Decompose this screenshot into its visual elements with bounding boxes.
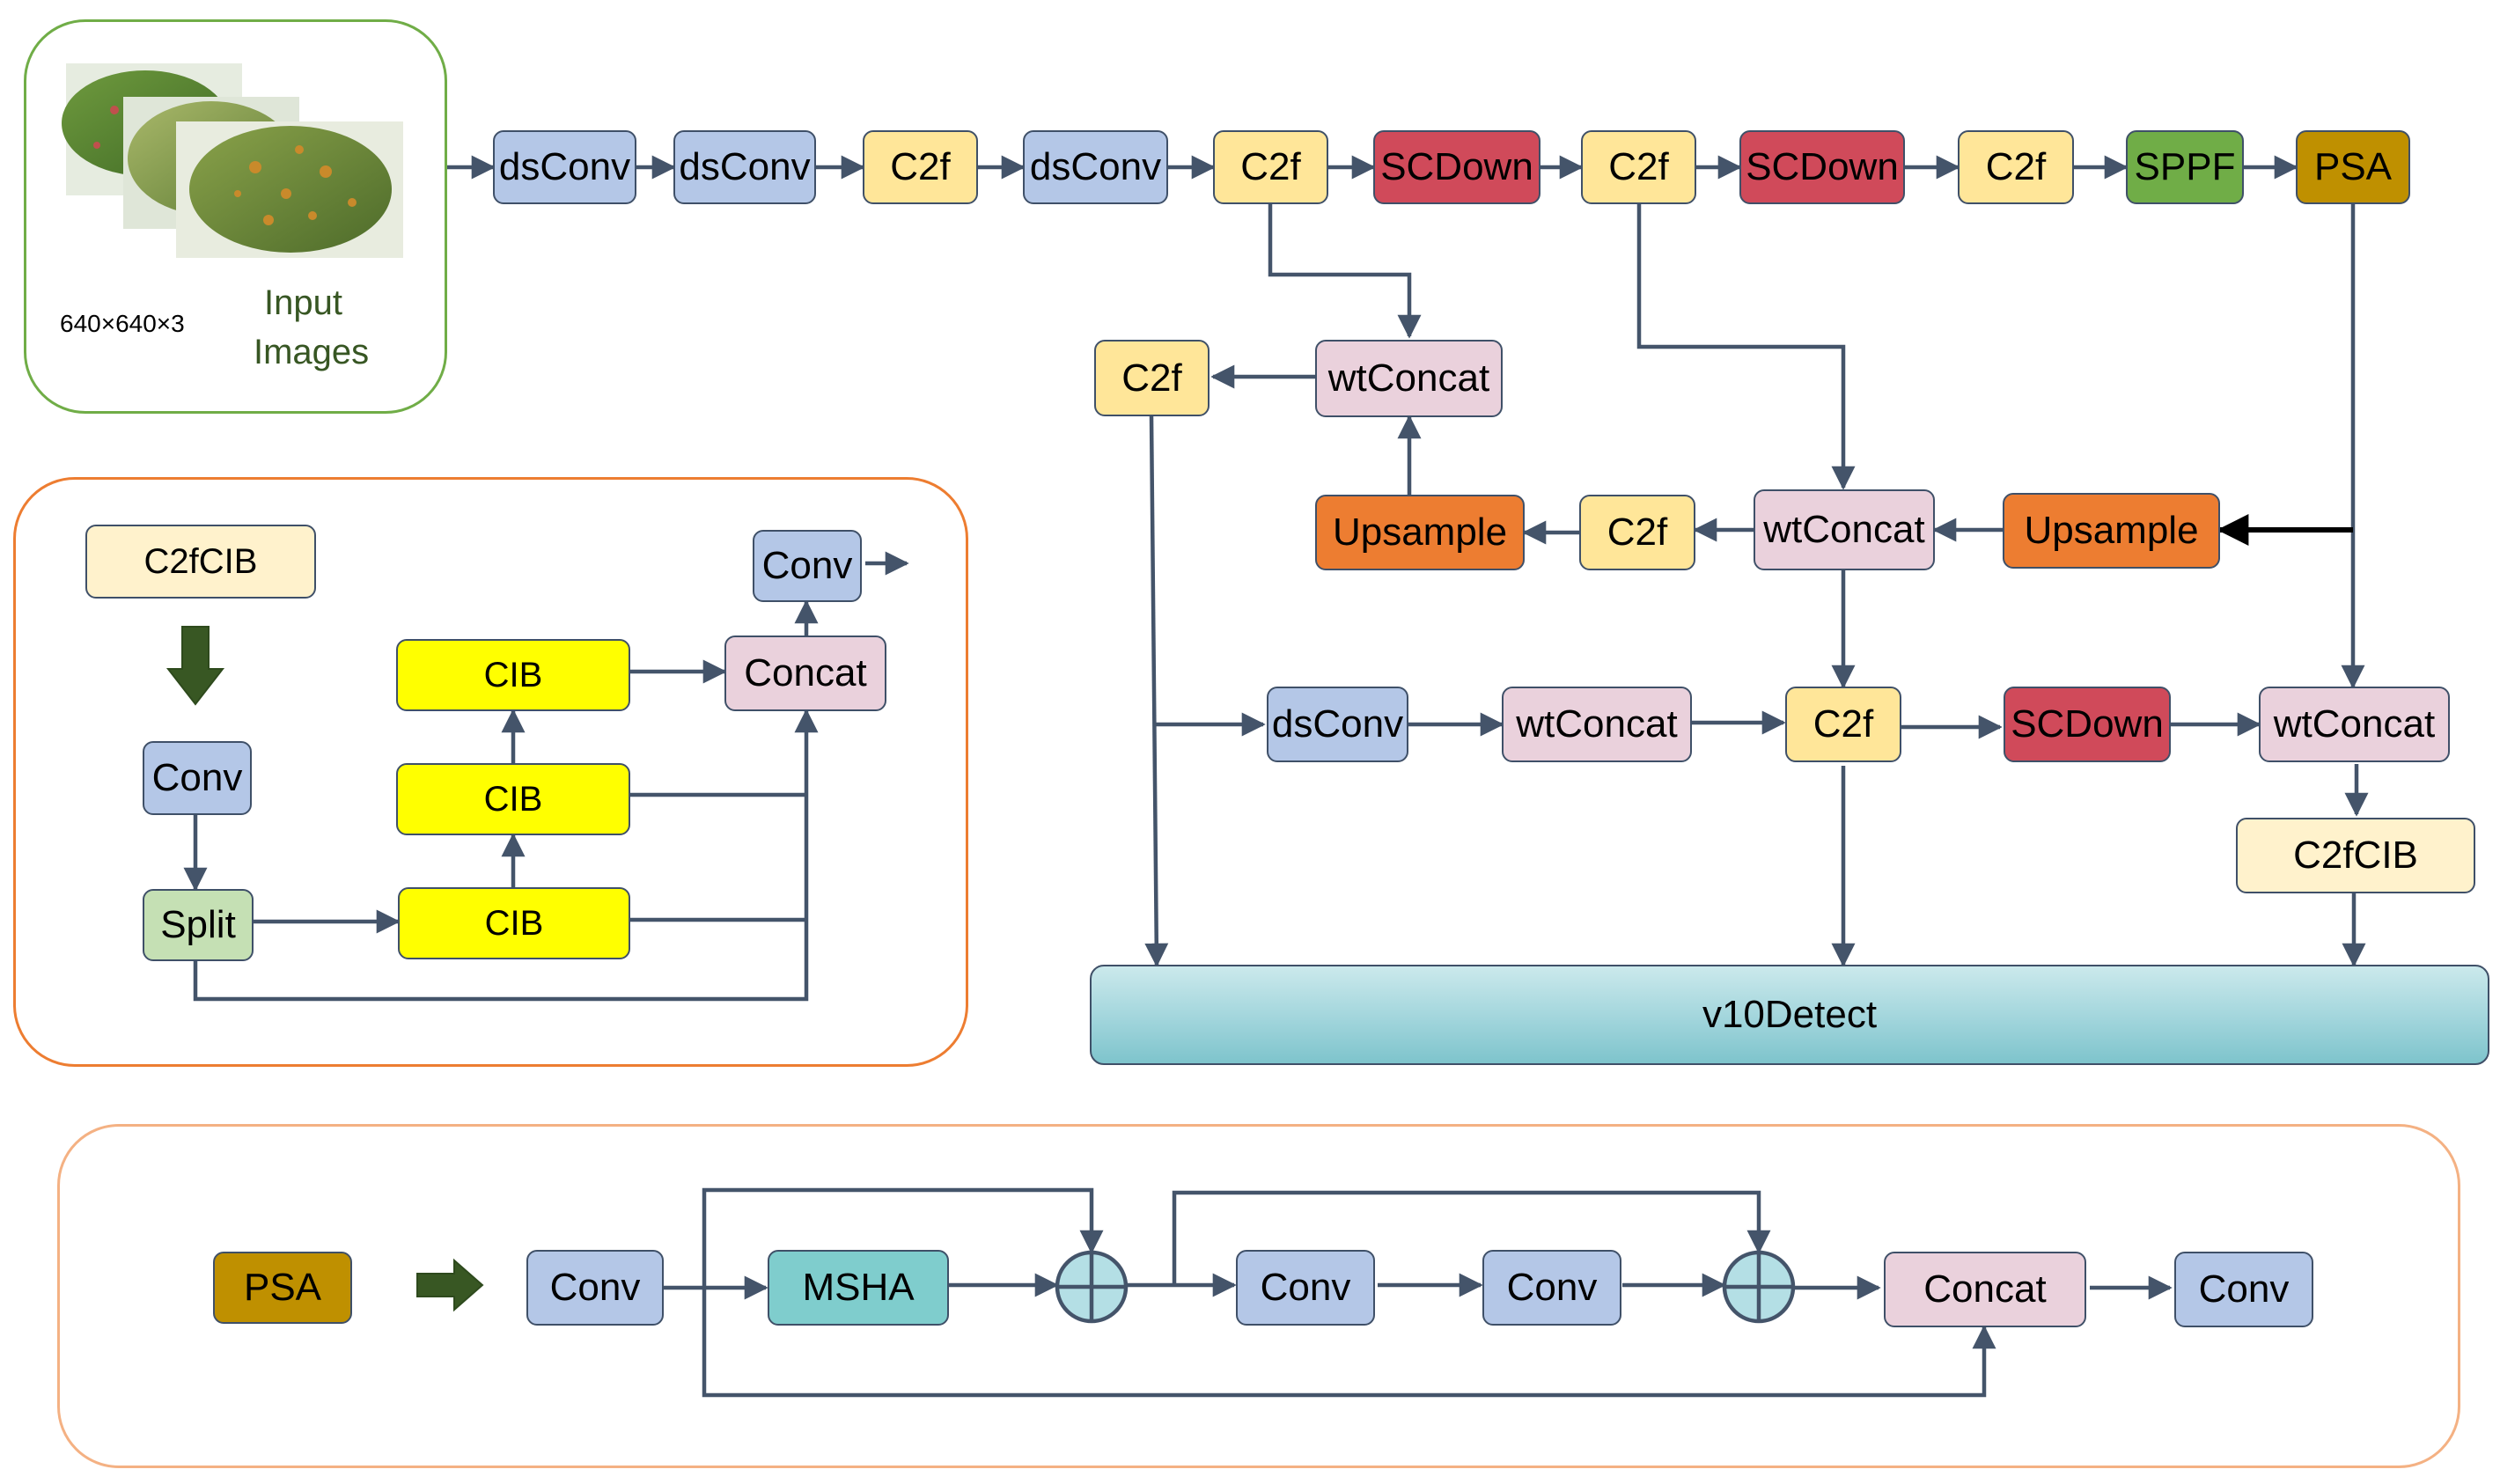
scdown-2: SCDown: [1739, 130, 1905, 204]
c2f-3: C2f: [1581, 130, 1696, 204]
psa-conv-2: Conv: [1236, 1250, 1375, 1326]
dsconv-1: dsConv: [493, 130, 636, 204]
c2fcib-concat: Concat: [724, 635, 886, 711]
c2fcib-conv-out: Conv: [753, 530, 862, 602]
arrow-c2f3-to-wtconcat-mid: [1636, 204, 1856, 490]
psa-conv-out: Conv: [2174, 1252, 2313, 1327]
c2fcib-split: Split: [143, 889, 254, 961]
psa-conv-1: Conv: [526, 1250, 664, 1326]
c2f-top: C2f: [1094, 340, 1210, 416]
wtconcat-top: wtConcat: [1315, 340, 1503, 417]
cib-1: CIB: [398, 887, 630, 959]
sppf-block: SPPF: [2126, 130, 2244, 204]
c2f-4: C2f: [1958, 130, 2074, 204]
input-images-panel: [24, 19, 447, 414]
psa-concat: Concat: [1884, 1252, 2086, 1327]
psa-detail-panel: [57, 1124, 2460, 1468]
c2fcib-title: C2fCIB: [85, 525, 316, 599]
dsconv-3: dsConv: [1023, 130, 1168, 204]
arrow-conv1-residual-to-add1: [702, 1187, 1104, 1288]
arrow-split-bypass-to-concat: [193, 709, 819, 1002]
down-arrow-icon: [165, 626, 225, 706]
arrow-c2f2-to-wtconcat-top: [1268, 204, 1422, 339]
arrow-conv1-bypass-to-concat: [702, 1288, 1996, 1398]
c2f-bottom: C2f: [1785, 687, 1901, 762]
arrow-add1-residual-to-add2: [1172, 1190, 1771, 1285]
cib-2: CIB: [396, 763, 630, 835]
c2f-mid: C2f: [1579, 495, 1695, 570]
psa-block: PSA: [2296, 130, 2410, 204]
c2fcib-conv-in: Conv: [143, 741, 252, 815]
psa-conv-3: Conv: [1482, 1250, 1621, 1326]
dsconv-2: dsConv: [673, 130, 816, 204]
v10detect-head: v10Detect: [1090, 965, 2489, 1065]
c2fcib-block: C2fCIB: [2236, 818, 2475, 893]
c2fcib-detail-panel: [13, 477, 968, 1067]
dsconv-bottom: dsConv: [1267, 687, 1408, 762]
scdown-bottom: SCDown: [2004, 687, 2171, 762]
wtconcat-mid: wtConcat: [1754, 489, 1935, 570]
scdown-1: SCDown: [1373, 130, 1540, 204]
input-images-thumbnail: [62, 62, 405, 260]
msha-block: MSHA: [768, 1250, 949, 1326]
wtconcat-bottom-right: wtConcat: [2259, 687, 2450, 762]
upsample-left: Upsample: [1315, 495, 1525, 570]
wtconcat-bottom-left: wtConcat: [1502, 687, 1692, 762]
right-arrow-icon: [416, 1258, 484, 1312]
input-size-label: 640×640×3: [60, 310, 185, 337]
arrow-c2f-top-to-detect: [1144, 415, 1169, 967]
cib-3: CIB: [396, 639, 630, 711]
psa-title: PSA: [213, 1252, 352, 1324]
upsample-right: Upsample: [2003, 493, 2220, 569]
c2f-2: C2f: [1213, 130, 1328, 204]
input-images-title-line1: Input: [264, 283, 342, 322]
c2f-1: C2f: [863, 130, 978, 204]
input-images-title-line2: Images: [254, 333, 370, 371]
